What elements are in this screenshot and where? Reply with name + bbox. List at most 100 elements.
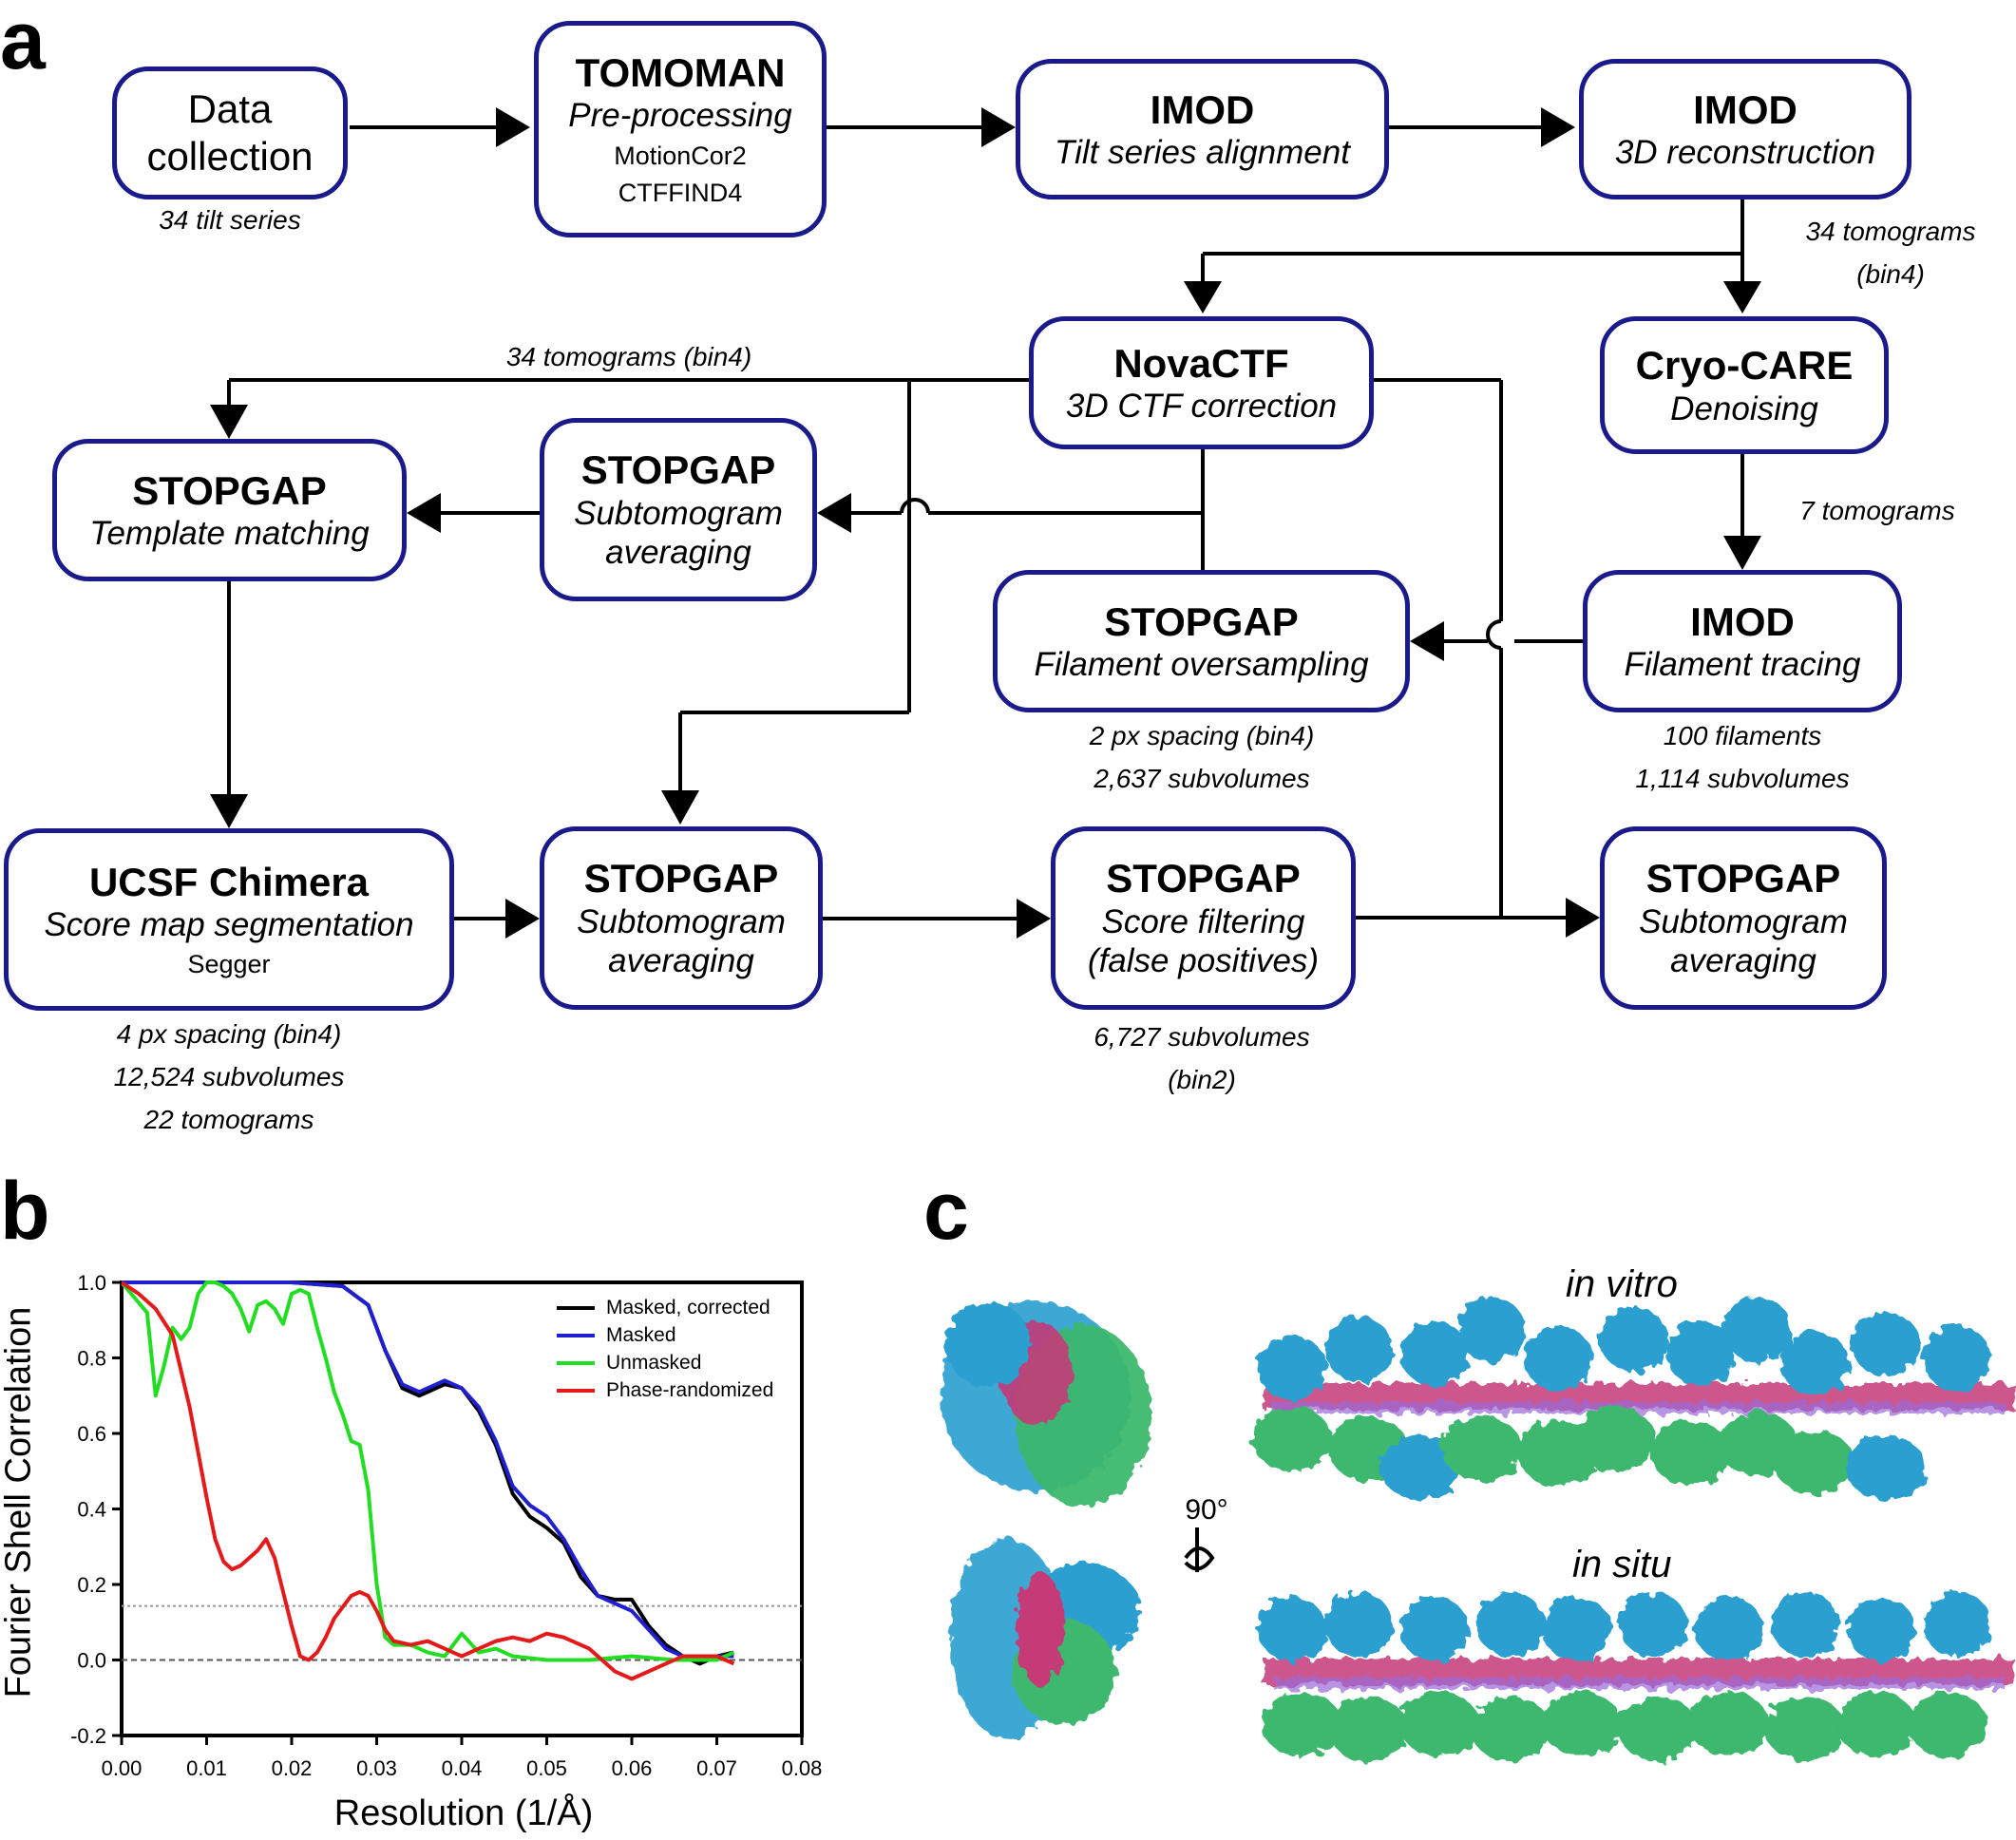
cryocare-title: Cryo-CARE [1635,343,1854,389]
arrowhead [210,405,248,439]
protein-domain [1328,1697,1408,1761]
rotation-arrow-icon [1184,1527,1215,1572]
protein-domain [1442,1416,1522,1481]
trace-note-l2: 1,114 subvolumes [1635,763,1850,793]
tomoman-sub: Pre-processing [568,97,792,135]
legend-label: Masked [606,1324,676,1346]
in-vitro-label: in vitro [1566,1263,1678,1305]
chimera-sub: Score map segmentation [44,906,414,944]
filament-strand [1273,1678,2005,1689]
stopgap-sta2-sub1: Subtomogram [577,902,786,940]
y-tick-label: 0.2 [77,1573,106,1597]
protein-head [1258,1597,1326,1661]
protein-head [1923,1592,1991,1657]
protein-head [1400,1597,1469,1661]
series-line [120,1280,735,1662]
rotation-label: 90° [1185,1494,1228,1526]
novactf-note: 34 tomograms (bin4) [505,342,752,371]
protein-head [1666,1321,1735,1386]
stopgap-sta3-sub1: Subtomogram [1639,902,1848,940]
fo-note-l1: 2 px spacing (bin4) [1089,721,1315,750]
protein-head [1695,1597,1763,1661]
x-tick-label: 0.08 [782,1756,823,1780]
protein-head [1457,1298,1526,1362]
chimera-note-l3: 22 tomograms [143,1104,314,1134]
y-tick-label: 0.8 [77,1347,106,1371]
arrowhead [1184,281,1222,313]
stopgap-fo-title: STOPGAP [1104,598,1299,644]
arrowhead [496,107,530,147]
protein-domain [1689,1692,1769,1756]
protein-domain [1765,1697,1845,1761]
imod-recon-sub: 3D reconstruction [1614,134,1876,172]
y-tick-label: 0.4 [77,1498,106,1522]
protein-domain [1399,1692,1479,1756]
legend-item: Phase-randomized [557,1376,773,1404]
arrowhead [661,790,699,825]
protein-head [1923,1326,1991,1391]
protein-head [1400,1321,1469,1386]
protein-domain [1618,1697,1698,1761]
arrowhead [210,794,248,828]
legend-label: Masked, corrected [606,1297,770,1318]
arrowhead [981,107,1016,147]
chart-legend: Masked, corrected Masked Unmasked Phase-… [557,1294,773,1404]
recon-note: 34 tomograms (bin4) [1786,211,1995,296]
arrowhead [1541,107,1575,147]
chimera-note-l2: 12,524 subvolumes [113,1061,345,1091]
x-tick-label: 0.06 [612,1756,653,1780]
tomoman-title: TOMOMAN [575,49,786,95]
stopgap-sta1-sub1: Subtomogram [574,494,783,532]
legend-item: Unmasked [557,1349,773,1376]
protein-domain [1775,1431,1854,1495]
protein-domain [1575,1407,1655,1471]
protein-domain [1471,1697,1550,1761]
panel-label-b: b [0,1166,50,1257]
stopgap-tm-box: STOPGAP Template matching [52,439,407,581]
x-tick-label: 0.05 [526,1756,567,1780]
protein-head [1847,1597,1915,1661]
x-tick-label: 0.03 [356,1756,397,1780]
imod-trace-box: IMOD Filament tracing [1583,570,1902,712]
cryocare-sub: Denoising [1670,389,1818,427]
data-collection-box: Data collection [112,66,348,199]
trace-note-l1: 100 filaments [1663,721,1822,750]
imod-align-sub: Tilt series alignment [1055,134,1350,172]
imod-align-box: IMOD Tilt series alignment [1016,59,1389,199]
protein-domain [1380,1435,1460,1500]
protein-head [1780,1331,1849,1395]
legend-item: Masked [557,1321,773,1349]
recon-note-l1: 34 tomograms [1805,217,1976,246]
series-line [120,1280,735,1681]
x-tick-label: 0.00 [102,1756,143,1780]
stopgap-fo-box: STOPGAP Filament oversampling [993,570,1410,712]
protein-head [1324,1592,1393,1657]
protein-domain [1846,1435,1926,1500]
stopgap-fo-sub: Filament oversampling [1034,646,1369,684]
protein-head [1852,1312,1920,1376]
protein-head [1723,1298,1792,1362]
filament-strand [1273,1402,2005,1413]
protein-head [1771,1592,1839,1657]
tomoman-n2: CTFFIND4 [618,179,743,208]
stopgap-sf-title: STOPGAP [1106,856,1301,901]
x-tick-label: 0.07 [696,1756,737,1780]
sf-note: 6,727 subvolumes (bin2) [1059,1016,1344,1102]
imod-recon-box: IMOD 3D reconstruction [1579,59,1911,199]
imod-recon-title: IMOD [1693,86,1797,132]
protein-head [1543,1597,1611,1661]
stopgap-sf-sub2: (false positives) [1087,942,1320,980]
arrowhead [1566,898,1600,938]
panel-label-c: c [923,1166,969,1257]
stopgap-sta2-title: STOPGAP [583,856,779,901]
y-tick-label: 0.6 [77,1422,106,1446]
in-situ-filament-image [1258,1592,2014,1761]
in-vitro-filament-image [1252,1298,2014,1500]
protein-head [1524,1326,1592,1391]
fo-note: 2 px spacing (bin4) 2,637 subvolumes [1059,715,1344,801]
sf-note-l2: (bin2) [1168,1064,1236,1094]
stopgap-sta3-sub2: averaging [1670,942,1816,980]
arrowhead [1723,281,1761,313]
tomoman-box: TOMOMAN Pre-processing MotionCor2 CTFFIN… [534,21,827,237]
